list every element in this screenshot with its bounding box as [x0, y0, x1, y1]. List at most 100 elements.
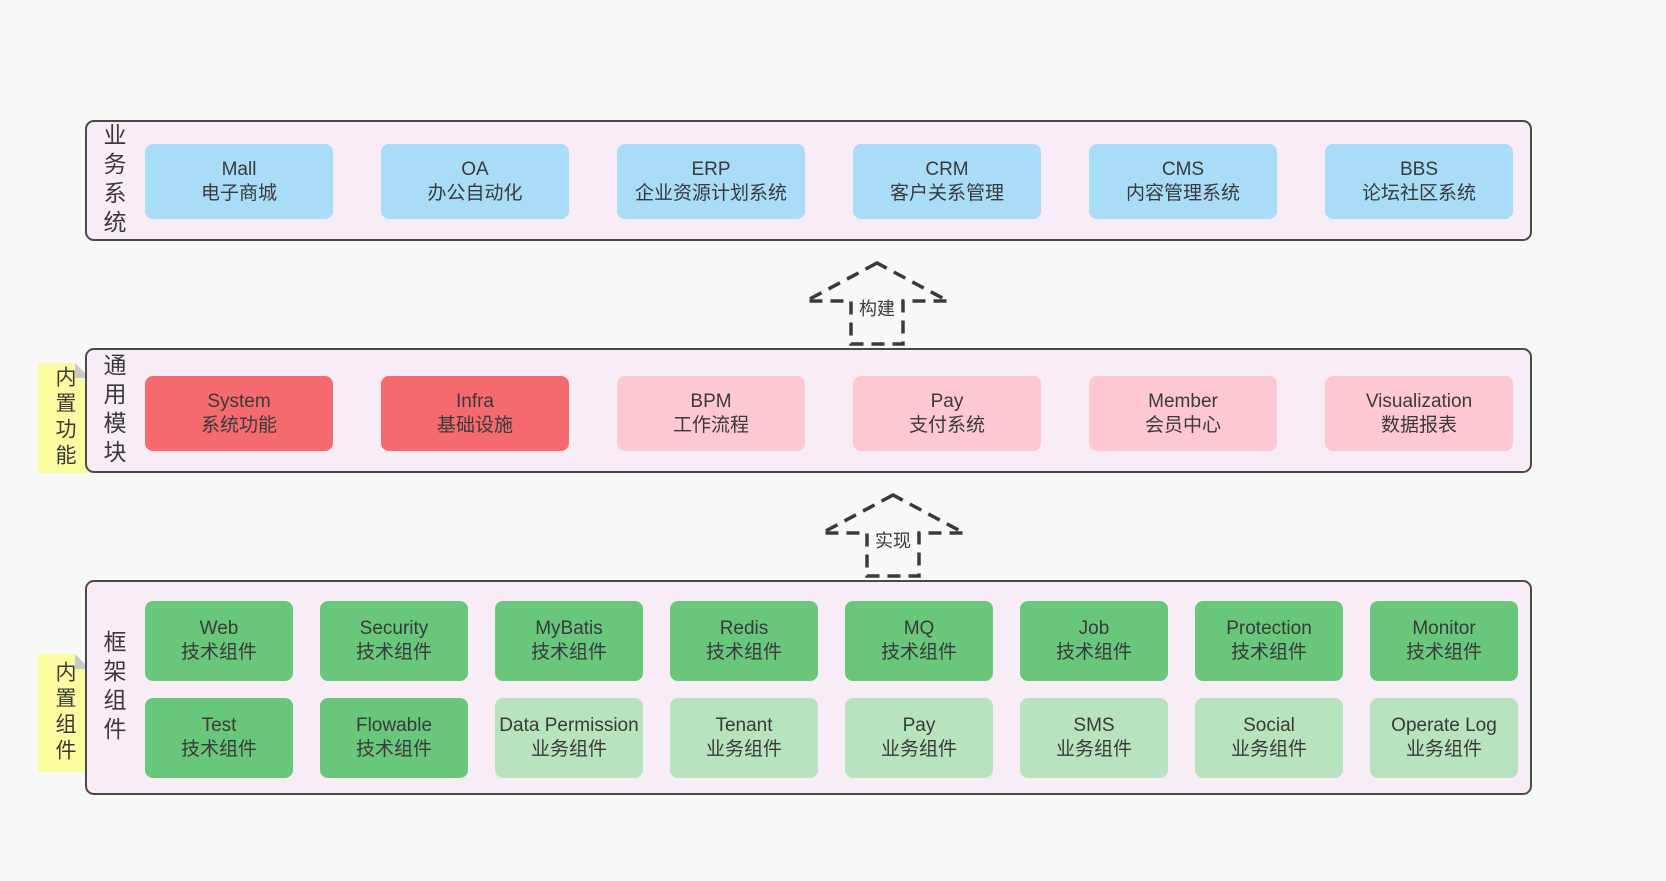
box-test: Test 技术组件	[145, 698, 293, 778]
sticky-built-in-features: 内置功能	[38, 363, 90, 473]
box-subtitle: 技术组件	[355, 739, 432, 760]
box-title: Member	[1148, 390, 1218, 412]
box-subtitle: 支付系统	[908, 414, 985, 436]
box-subtitle: 技术组件	[1055, 642, 1132, 663]
box-mq: MQ 技术组件	[845, 601, 993, 681]
box-subtitle: 技术组件	[705, 642, 782, 663]
box-subtitle: 电子商城	[200, 182, 277, 204]
box-title: Protection	[1226, 618, 1312, 639]
box-title: CMS	[1161, 158, 1205, 180]
box-title: Mall	[221, 158, 257, 180]
box-oa: OA 办公自动化	[381, 144, 569, 219]
box-title: Redis	[719, 618, 769, 639]
box-subtitle: 技术组件	[1230, 642, 1307, 663]
box-subtitle: 内容管理系统	[1125, 182, 1240, 204]
box-subtitle: 客户关系管理	[889, 182, 1004, 204]
box-title: ERP	[691, 158, 731, 180]
box-operate-log: Operate Log 业务组件	[1370, 698, 1518, 778]
components-row-2: Test 技术组件 Flowable 技术组件 Data Permission …	[145, 698, 1518, 778]
box-title: BBS	[1399, 158, 1439, 180]
business-boxes-row: Mall 电子商城 OA 办公自动化 ERP 企业资源计划系统 CRM 客户关系…	[145, 144, 1513, 219]
box-protection: Protection 技术组件	[1195, 601, 1343, 681]
box-pay-business: Pay 业务组件	[845, 698, 993, 778]
box-visualization: Visualization 数据报表	[1325, 376, 1513, 451]
box-title: System	[207, 390, 271, 412]
box-title: Infra	[455, 390, 495, 412]
box-title: CRM	[925, 158, 969, 180]
box-erp: ERP 企业资源计划系统	[617, 144, 805, 219]
box-redis: Redis 技术组件	[670, 601, 818, 681]
box-title: Social	[1243, 715, 1295, 736]
box-social: Social 业务组件	[1195, 698, 1343, 778]
box-title: Pay	[930, 390, 964, 412]
modules-boxes-row: System 系统功能 Infra 基础设施 BPM 工作流程 Pay 支付系统…	[145, 376, 1513, 451]
box-crm: CRM 客户关系管理	[853, 144, 1041, 219]
box-member: Member 会员中心	[1089, 376, 1277, 451]
box-subtitle: 业务组件	[1230, 739, 1307, 760]
box-sms: SMS 业务组件	[1020, 698, 1168, 778]
box-cms: CMS 内容管理系统	[1089, 144, 1277, 219]
box-subtitle: 论坛社区系统	[1361, 182, 1476, 204]
sticky-built-in-components: 内置组件	[38, 654, 90, 772]
box-title: Web	[199, 618, 239, 639]
box-subtitle: 业务组件	[1405, 739, 1482, 760]
box-title: Test	[201, 715, 237, 736]
build-arrow: 构建	[802, 257, 952, 347]
components-row-1: Web 技术组件 Security 技术组件 MyBatis 技术组件 Redi…	[145, 601, 1518, 681]
panel-business-side-label: 业务系统	[100, 122, 126, 239]
box-subtitle: 技术组件	[180, 642, 257, 663]
box-title: Tenant	[715, 715, 773, 736]
box-subtitle: 会员中心	[1144, 414, 1221, 436]
box-title: Visualization	[1365, 390, 1473, 412]
box-tenant: Tenant 业务组件	[670, 698, 818, 778]
box-data-permission: Data Permission 业务组件	[495, 698, 643, 778]
box-title: Operate Log	[1391, 715, 1497, 736]
box-title: Flowable	[355, 715, 433, 736]
box-subtitle: 工作流程	[672, 414, 749, 436]
box-subtitle: 业务组件	[705, 739, 782, 760]
box-bbs: BBS 论坛社区系统	[1325, 144, 1513, 219]
box-title: Monitor	[1412, 618, 1476, 639]
box-mall: Mall 电子商城	[145, 144, 333, 219]
box-flowable: Flowable 技术组件	[320, 698, 468, 778]
panel-business-systems: 业务系统 Mall 电子商城 OA 办公自动化 ERP 企业资源计划系统 CRM…	[85, 120, 1532, 241]
panel-common-modules: 通用模块 System 系统功能 Infra 基础设施 BPM 工作流程 Pay…	[85, 348, 1532, 473]
box-title: Pay	[902, 715, 936, 736]
box-title: Data Permission	[499, 715, 639, 736]
box-subtitle: 系统功能	[200, 414, 277, 436]
box-pay: Pay 支付系统	[853, 376, 1041, 451]
panel-modules-side-label: 通用模块	[100, 352, 126, 469]
box-title: MyBatis	[535, 618, 603, 639]
box-subtitle: 业务组件	[530, 739, 607, 760]
box-subtitle: 数据报表	[1380, 414, 1457, 436]
build-arrow-label: 构建	[856, 297, 898, 321]
box-web: Web 技术组件	[145, 601, 293, 681]
implement-arrow: 实现	[818, 489, 968, 579]
box-system: System 系统功能	[145, 376, 333, 451]
box-subtitle: 技术组件	[530, 642, 607, 663]
box-subtitle: 技术组件	[880, 642, 957, 663]
box-subtitle: 技术组件	[1405, 642, 1482, 663]
box-bpm: BPM 工作流程	[617, 376, 805, 451]
box-job: Job 技术组件	[1020, 601, 1168, 681]
box-title: MQ	[903, 618, 935, 639]
box-title: SMS	[1073, 715, 1115, 736]
box-title: OA	[461, 158, 489, 180]
box-security: Security 技术组件	[320, 601, 468, 681]
box-subtitle: 基础设施	[436, 414, 513, 436]
box-title: Job	[1078, 618, 1110, 639]
box-subtitle: 业务组件	[880, 739, 957, 760]
panel-framework-components: 框架组件 Web 技术组件 Security 技术组件 MyBatis 技术组件…	[85, 580, 1532, 795]
box-title: Security	[359, 618, 429, 639]
box-subtitle: 业务组件	[1055, 739, 1132, 760]
box-mybatis: MyBatis 技术组件	[495, 601, 643, 681]
box-subtitle: 办公自动化	[427, 182, 523, 204]
box-infra: Infra 基础设施	[381, 376, 569, 451]
box-title: BPM	[690, 390, 732, 412]
box-subtitle: 企业资源计划系统	[634, 182, 787, 204]
box-monitor: Monitor 技术组件	[1370, 601, 1518, 681]
panel-components-side-label: 框架组件	[100, 629, 126, 746]
box-subtitle: 技术组件	[355, 642, 432, 663]
box-subtitle: 技术组件	[180, 739, 257, 760]
